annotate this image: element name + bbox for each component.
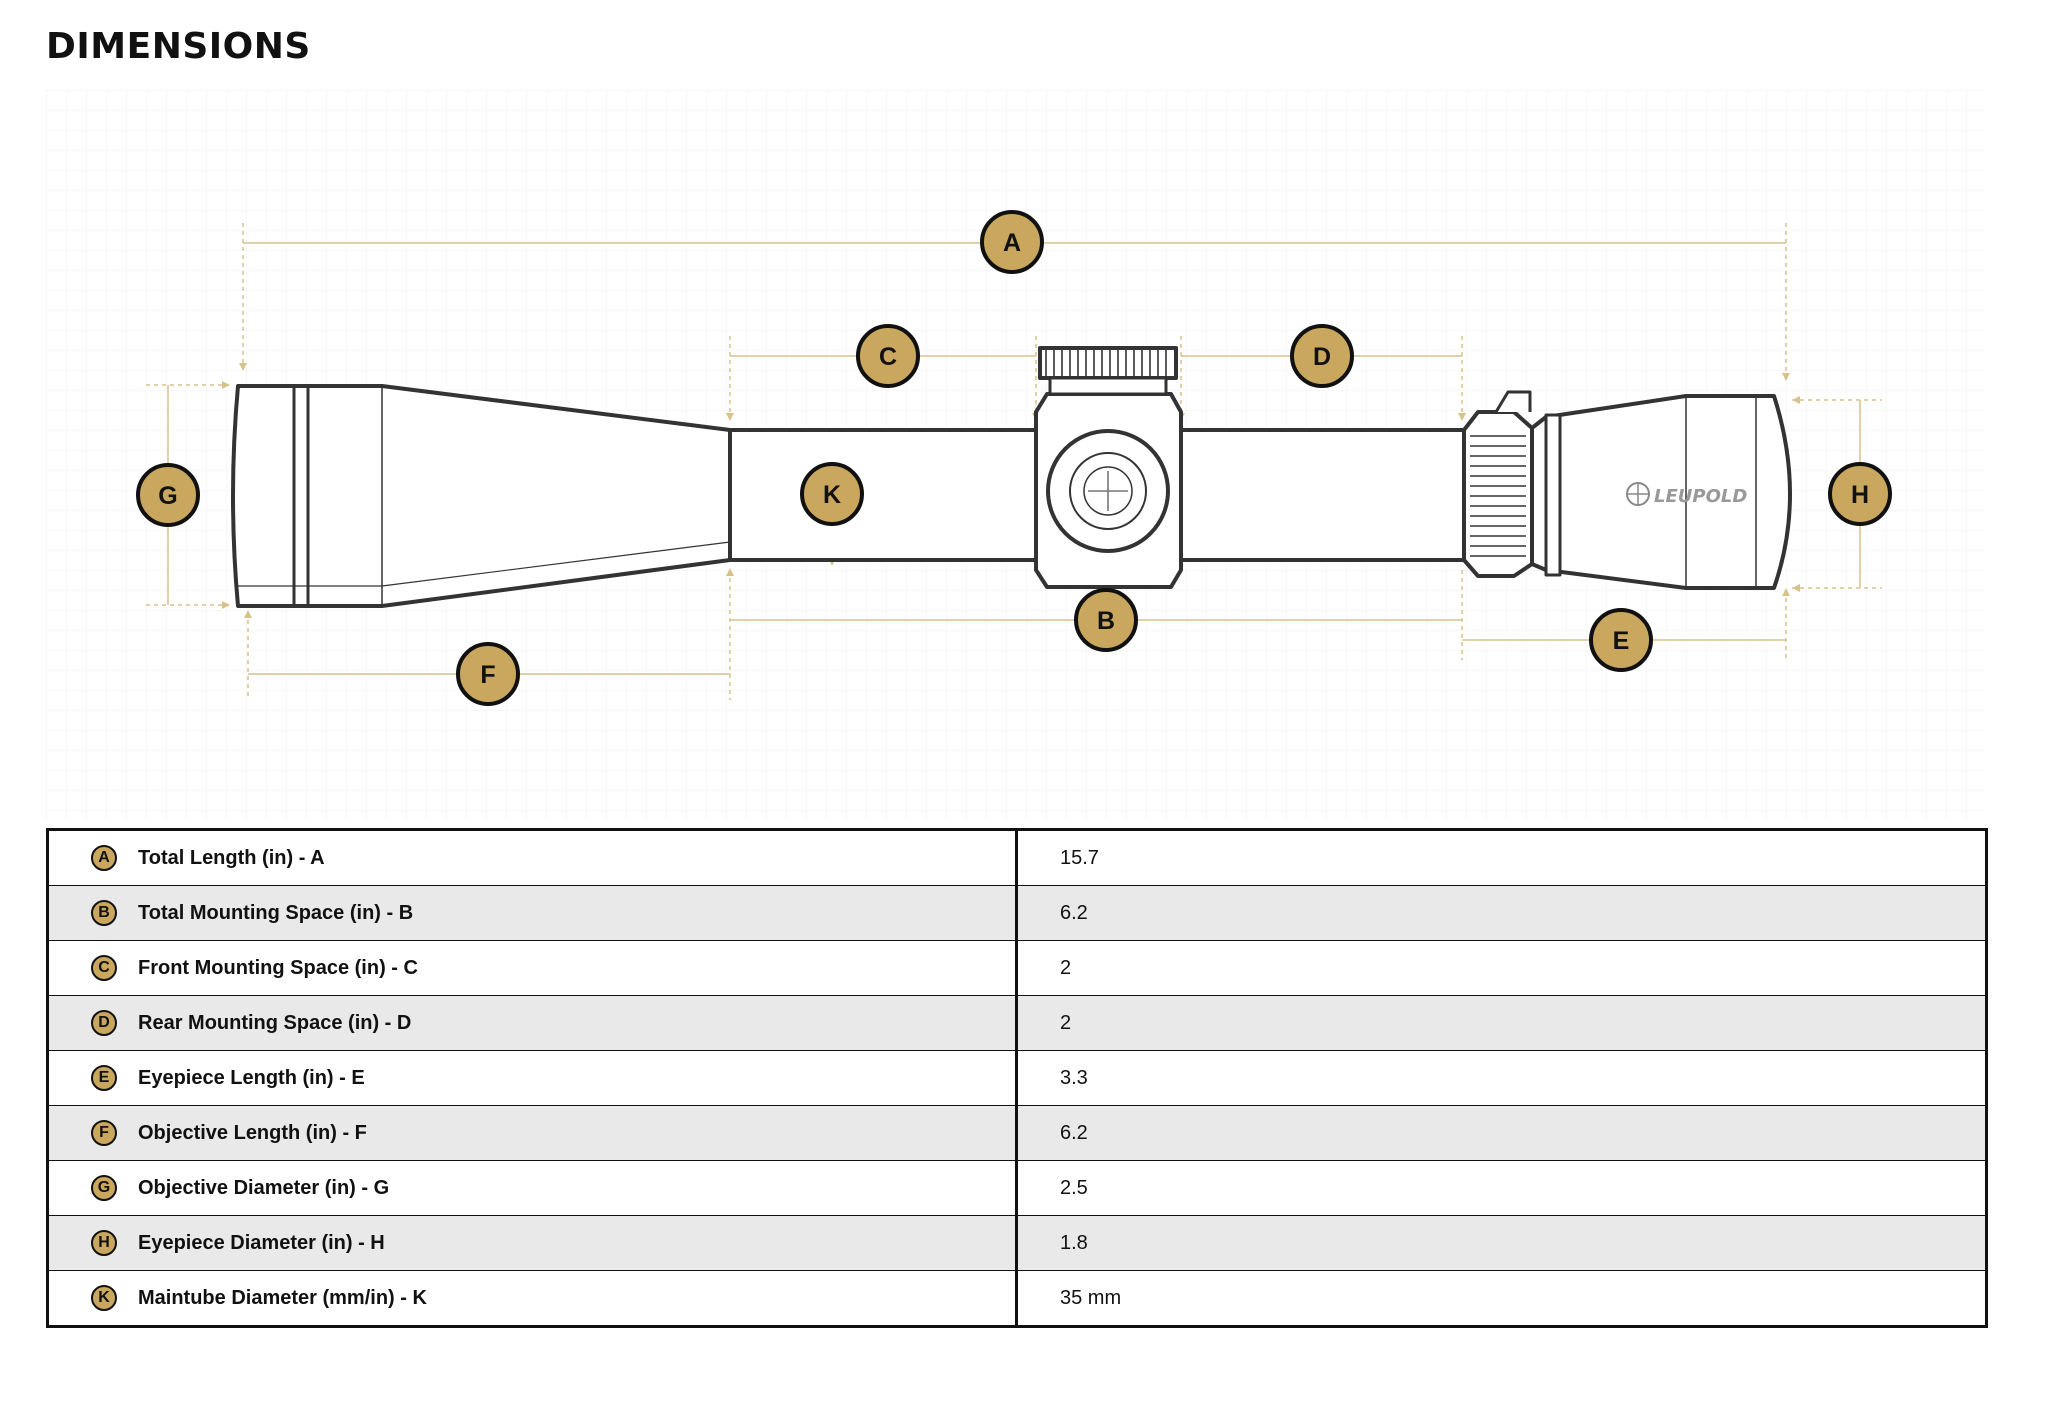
spec-label: Total Length (in) - A	[138, 846, 325, 869]
table-row: E Eyepiece Length (in) - E 3.3	[47, 1050, 1987, 1106]
spec-value: 2	[1016, 940, 1987, 996]
callout-g: G	[136, 463, 200, 527]
table-row: D Rear Mounting Space (in) - D 2	[47, 995, 1987, 1051]
letter-badge: C	[91, 955, 117, 981]
table-row: K Maintube Diameter (mm/in) - K 35 mm	[47, 1270, 1987, 1327]
scope-dimension-diagram: LEUPOLD A B C D E F G H K	[46, 90, 1986, 820]
letter-badge: G	[91, 1175, 117, 1201]
svg-text:LEUPOLD: LEUPOLD	[1654, 486, 1747, 507]
knurling	[1045, 350, 1526, 557]
spec-value: 15.7	[1016, 829, 1987, 886]
svg-text:B: B	[1097, 607, 1115, 635]
table-row: A Total Length (in) - A 15.7	[47, 829, 1987, 886]
letter-badge: F	[91, 1120, 117, 1146]
svg-text:K: K	[823, 481, 841, 509]
table-row: C Front Mounting Space (in) - C 2	[47, 940, 1987, 996]
letter-badge: D	[91, 1010, 117, 1036]
spec-label: Front Mounting Space (in) - C	[138, 956, 418, 979]
spec-value: 2	[1016, 995, 1987, 1051]
table-row: F Objective Length (in) - F 6.2	[47, 1105, 1987, 1161]
svg-text:H: H	[1851, 481, 1869, 509]
callout-d: D	[1290, 324, 1354, 388]
svg-text:E: E	[1613, 627, 1630, 655]
spec-label: Eyepiece Diameter (in) - H	[138, 1231, 385, 1254]
svg-text:D: D	[1313, 343, 1331, 371]
spec-value: 3.3	[1016, 1050, 1987, 1106]
table-row: H Eyepiece Diameter (in) - H 1.8	[47, 1215, 1987, 1271]
page-title: DIMENSIONS	[46, 26, 311, 67]
spec-value: 6.2	[1016, 885, 1987, 941]
svg-text:F: F	[480, 661, 495, 689]
spec-value: 35 mm	[1016, 1270, 1987, 1327]
callout-a: A	[980, 210, 1044, 274]
table-row: G Objective Diameter (in) - G 2.5	[47, 1160, 1987, 1216]
spec-label: Total Mounting Space (in) - B	[138, 901, 414, 924]
letter-badge: K	[91, 1285, 117, 1311]
spec-label: Objective Length (in) - F	[138, 1121, 367, 1144]
callout-f: F	[456, 642, 520, 706]
spec-label: Maintube Diameter (mm/in) - K	[138, 1286, 427, 1309]
reticle-logo-icon	[1088, 471, 1128, 511]
letter-badge: B	[91, 900, 117, 926]
spec-value: 2.5	[1016, 1160, 1987, 1216]
callout-k: K	[800, 462, 864, 526]
spec-label: Objective Diameter (in) - G	[138, 1176, 390, 1199]
spec-label: Eyepiece Length (in) - E	[138, 1066, 365, 1089]
spec-label: Rear Mounting Space (in) - D	[138, 1011, 412, 1034]
callout-e: E	[1589, 608, 1653, 672]
svg-text:C: C	[879, 343, 897, 371]
letter-badge: A	[91, 845, 117, 871]
dimensions-table: A Total Length (in) - A 15.7 B Total Mount…	[46, 828, 1988, 1328]
svg-text:G: G	[158, 482, 177, 510]
callout-c: C	[856, 324, 920, 388]
callout-b: B	[1074, 588, 1138, 652]
spec-value: 1.8	[1016, 1215, 1987, 1271]
letter-badge: E	[91, 1065, 117, 1091]
table-row: B Total Mounting Space (in) - B 6.2	[47, 885, 1987, 941]
letter-badge: H	[91, 1230, 117, 1256]
callout-h: H	[1828, 462, 1892, 526]
spec-value: 6.2	[1016, 1105, 1987, 1161]
svg-text:A: A	[1003, 229, 1021, 257]
leupold-logo: LEUPOLD	[1626, 482, 1747, 507]
